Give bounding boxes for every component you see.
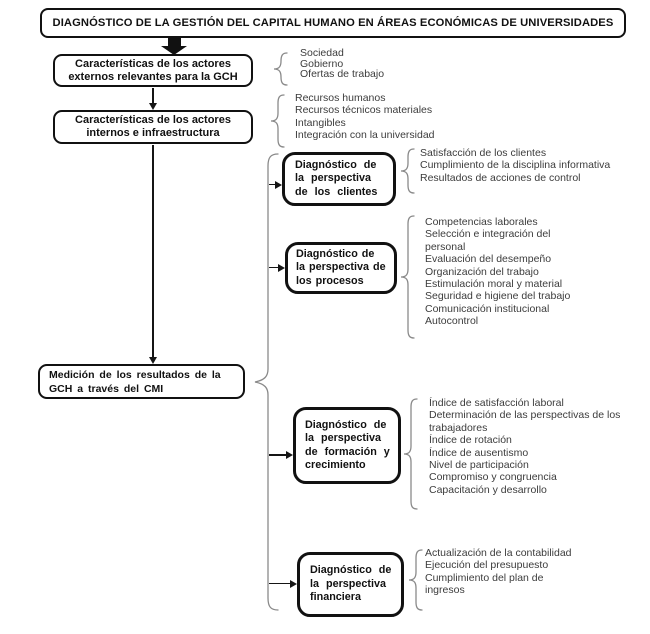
node-perspectiva-formacion: Diagnóstico de la perspectiva de formaci… [293,407,401,484]
node-medicion-cmi: Medición de los resultados de la GCH a t… [38,364,245,399]
list-item: Satisfacción de los clientes [420,147,547,159]
list-item: Seguridad e higiene del trabajo [425,290,571,303]
list-item: Gobierno [300,57,344,70]
list-item: Nivel de participación [429,459,529,472]
list-item: Intangibles [295,116,346,129]
brace-icon [400,148,415,194]
brace-icon [273,52,288,86]
node-perspectiva-clientes: Diagnóstico de la perspectiva de los cli… [282,152,396,206]
node-actores-externos: Características de los actores externos … [53,54,253,87]
list-item: Comunicación institucional [425,302,550,315]
node-perspectiva-formacion-label: Diagnóstico de la perspectiva de formaci… [305,418,390,472]
right-arrow-icon [290,579,297,588]
list-item: Cumplimiento de la disciplina informativ… [420,159,611,172]
list-item: Índice de rotación [429,434,512,447]
node-perspectiva-procesos: Diagnóstico de la perspectiva de los pro… [285,242,397,294]
node-actores-internos: Características de los actores internos … [53,110,253,144]
brace-icon [400,215,415,339]
big-brace-icon [254,153,279,611]
list-item: Ejecución del presupuesto [425,559,549,572]
list-item: Capacitación y desarrollo [429,483,547,496]
node-perspectiva-financiera-label: Diagnóstico de la perspectiva financiera [310,564,392,604]
right-arrow-icon [275,180,282,189]
list-item: Selección e integración del personal [425,228,551,253]
title-box: DIAGNÓSTICO DE LA GESTIÓN DEL CAPITAL HU… [40,8,626,38]
list-item: Resultados de acciones de control [420,171,581,184]
node-actores-externos-label: Características de los actores externos … [68,57,238,83]
list-item: Organización del trabajo [425,265,539,278]
list-item: Autocontrol [425,315,479,328]
connector-line [269,454,286,456]
list-item: Ofertas de trabajo [300,68,385,81]
list-item: Sociedad [300,47,344,59]
down-arrow-icon [148,103,157,110]
node-perspectiva-procesos-label: Diagnóstico de la perspectiva de los pro… [296,247,386,287]
list-item: Competencias laborales [425,216,538,228]
list-item: Determinación de las perspectivas de los… [429,409,621,434]
brace-icon [408,549,423,611]
connector-line [269,582,290,584]
node-actores-internos-label: Características de los actores internos … [75,114,231,139]
list-item: Recursos humanos [295,92,386,104]
node-medicion-cmi-label: Medición de los resultados de la GCH a t… [49,368,221,395]
right-arrow-icon [286,451,293,459]
list-item: Cumplimiento del plan de ingresos [425,571,544,597]
connector-line [269,183,276,185]
list-item: Integración con la universidad [295,129,435,142]
list-item: Índice de ausentismo [429,446,529,459]
list-item: Estimulación moral y material [425,278,563,291]
node-perspectiva-clientes-label: Diagnóstico de la perspectiva de los cli… [295,158,378,198]
node-perspectiva-financiera: Diagnóstico de la perspectiva financiera [297,552,404,617]
connector-line [152,145,154,357]
right-arrow-icon [278,263,285,272]
brace-icon [270,94,285,148]
brace-icon [403,398,418,510]
list-item: Índice de satisfacción laboral [429,397,564,409]
list-item: Evaluación del desempeño [425,253,552,266]
list-item: Recursos técnicos materiales [295,104,433,117]
down-block-arrow-head-icon [161,46,187,55]
list-item: Compromiso y congruencia [429,471,557,484]
down-block-arrow-icon [168,38,181,46]
connector-line [152,88,154,103]
down-arrow-icon [148,357,157,364]
list-item: Actualización de la contabilidad [425,547,572,559]
page-title: DIAGNÓSTICO DE LA GESTIÓN DEL CAPITAL HU… [52,17,614,29]
connector-line [269,266,278,268]
